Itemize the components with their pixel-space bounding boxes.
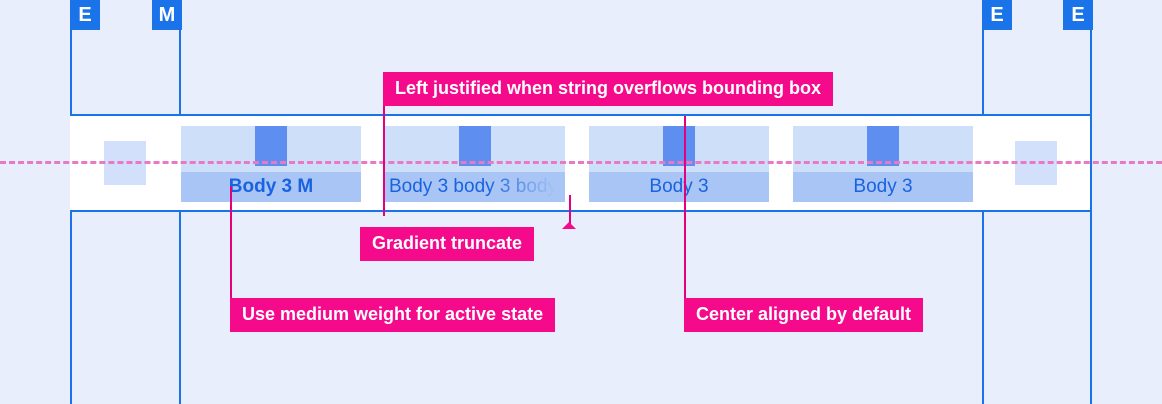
label-band: Body 3 M xyxy=(181,172,361,202)
badge-m-left-inner: M xyxy=(152,0,182,30)
pointer-gradient xyxy=(562,222,576,229)
badge-e-left-outer: E xyxy=(70,0,100,30)
list-item-label: Body 3 M xyxy=(228,176,314,197)
leader-overflow xyxy=(383,104,385,216)
icon-band xyxy=(385,126,565,172)
list-item[interactable]: Body 3 xyxy=(793,126,973,202)
icon-band xyxy=(181,126,361,172)
label-band: Body 3 body 3 body 3 xyxy=(385,172,565,202)
annotation-center-aligned: Center aligned by default xyxy=(684,298,924,332)
leader-gradient xyxy=(569,195,571,229)
annotation-overflow: Left justified when string overflows bou… xyxy=(383,72,833,106)
list-item[interactable]: Body 3 xyxy=(589,126,769,202)
annotation-medium-weight: Use medium weight for active state xyxy=(230,298,556,332)
list-item[interactable]: Body 3 M xyxy=(181,126,361,202)
list-item-label: Body 3 xyxy=(853,176,913,197)
badge-e-right-outer: E xyxy=(1063,0,1093,30)
vertical-center-guide xyxy=(0,161,1162,164)
square-icon xyxy=(663,126,695,166)
label-band: Body 3 xyxy=(793,172,973,202)
icon-band xyxy=(589,126,769,172)
label-band: Body 3 xyxy=(589,172,769,202)
leader-center-aligned xyxy=(684,116,686,298)
vertical-guide-4 xyxy=(1090,0,1092,404)
leader-medium-weight xyxy=(230,186,232,298)
badge-e-right-inner: E xyxy=(982,0,1012,30)
list-item[interactable]: Body 3 body 3 body 3 xyxy=(385,126,565,202)
list-item-label: Body 3 xyxy=(649,176,709,197)
square-icon xyxy=(459,126,491,166)
square-icon xyxy=(255,126,287,166)
icon-band xyxy=(793,126,973,172)
list-item-label: Body 3 body 3 body 3 xyxy=(389,176,565,197)
square-icon xyxy=(867,126,899,166)
annotation-gradient: Gradient truncate xyxy=(360,227,535,261)
